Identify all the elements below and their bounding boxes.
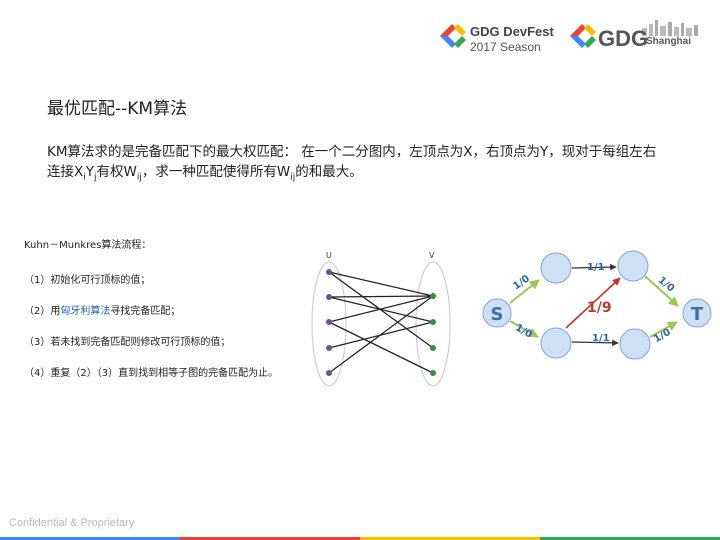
left-node (326, 345, 332, 351)
right-set-label: V (429, 251, 435, 260)
left-node (326, 319, 332, 325)
logo-subtitle: 2017 Season (470, 40, 541, 54)
slide-description: KM算法求的是完备匹配下的最大权匹配： 在一个二分图内，左顶点为X，右顶点为Y，… (47, 142, 667, 188)
brand-color-bar (0, 537, 720, 540)
gdg-chevron-icon (440, 24, 466, 48)
edge-c-d (571, 339, 619, 347)
bipartite-edges (328, 271, 434, 374)
flow-node (540, 252, 572, 284)
flow-node (619, 328, 651, 360)
label-d-t: 1/0 (652, 327, 673, 345)
bar-segment (180, 537, 360, 540)
edge-d-t (649, 321, 678, 338)
edge-b-t (644, 275, 679, 307)
flow-network: 1/0 1/1 1/0 1/0 1/9 1/1 1/0 S T (482, 250, 712, 360)
step-3: （3）若未找到完备匹配则修改可行顶标的值； (24, 337, 231, 348)
steps-heading: Kuhn－Munkres算法流程： (24, 240, 152, 251)
skyline-icon (642, 20, 698, 36)
sink-node (682, 298, 712, 328)
desc-sub-i: i (83, 172, 86, 183)
edge (328, 295, 434, 374)
bipartite-graph: U V (311, 251, 451, 387)
logo-city-text: Shanghai (646, 36, 692, 47)
left-node (326, 294, 332, 300)
logo-gdg-text: GDG (598, 26, 649, 51)
bar-segment (540, 537, 720, 540)
slide-title: 最优匹配--KM算法 (47, 99, 188, 119)
desc-sub-ij: ij (136, 172, 142, 183)
desc-text-4: 的和最大。 (295, 164, 363, 180)
step-1: （1）初始化可行顶标的值； (24, 275, 151, 286)
label-s-c: 1/0 (513, 322, 534, 340)
desc-sub-ij-2: ij (290, 172, 296, 183)
edge-s-a (509, 279, 540, 304)
desc-text-1: KM算法求的是完备匹配下的最大权匹配： 在一个二分图内，左顶点为X，右顶点为Y，… (47, 144, 657, 180)
gdg-devfest-logo: GDG DevFest 2017 Season (440, 18, 560, 58)
bar-segment (360, 537, 540, 540)
label-b-t: 1/0 (656, 275, 677, 295)
right-node (430, 319, 436, 325)
right-nodes (430, 293, 436, 376)
hungarian-algorithm-link[interactable]: 匈牙利算法 (60, 306, 111, 317)
flow-node (540, 327, 572, 359)
edge (328, 295, 434, 323)
edge (328, 321, 434, 374)
step-2: （2）用匈牙利算法寻找完备匹配； (24, 302, 278, 317)
right-node (430, 345, 436, 351)
edge (328, 271, 434, 297)
desc-x: X (74, 164, 84, 180)
step-4: （4）重复（2）（3）直到找到相等子图的完备匹配为止。 (24, 368, 279, 379)
left-vertex-set (311, 261, 347, 387)
algorithm-steps: Kuhn－Munkres算法流程： （1）初始化可行顶标的值； （2）用匈牙利算… (24, 236, 278, 395)
flow-node (617, 250, 649, 282)
gdg-shanghai-logo: GDG Shanghai (570, 18, 710, 58)
desc-text-2: 有权W (96, 164, 137, 180)
left-nodes (326, 269, 332, 376)
logo-title: GDG DevFest (470, 24, 554, 39)
step-2-prefix: （2）用 (24, 306, 61, 317)
edge-a-b (571, 263, 617, 271)
right-node (430, 293, 436, 299)
step-2-suffix: 寻找完备匹配； (110, 306, 181, 317)
right-node (430, 370, 436, 376)
left-node (326, 370, 332, 376)
edge-c-b (565, 277, 621, 329)
footer-confidential: Confidential & Proprietary (9, 517, 135, 529)
edge (328, 295, 434, 298)
desc-y: Y (85, 164, 95, 180)
edge-s-c (509, 320, 539, 338)
source-label: S (491, 304, 504, 325)
right-vertex-set (415, 261, 451, 387)
label-c-d: 1/1 (592, 333, 610, 344)
sink-label: T (691, 304, 704, 325)
gdg-chevron-icon (570, 24, 596, 48)
label-s-a: 1/0 (511, 273, 532, 292)
desc-sub-j: j (94, 172, 97, 183)
left-node (326, 269, 332, 275)
left-set-label: U (326, 251, 332, 260)
desc-text-3: ，求一种匹配使得所有W (141, 164, 291, 180)
label-a-b: 1/1 (587, 262, 605, 273)
label-c-b: 1/9 (587, 300, 612, 316)
bar-segment (0, 537, 180, 540)
source-node (482, 298, 512, 328)
